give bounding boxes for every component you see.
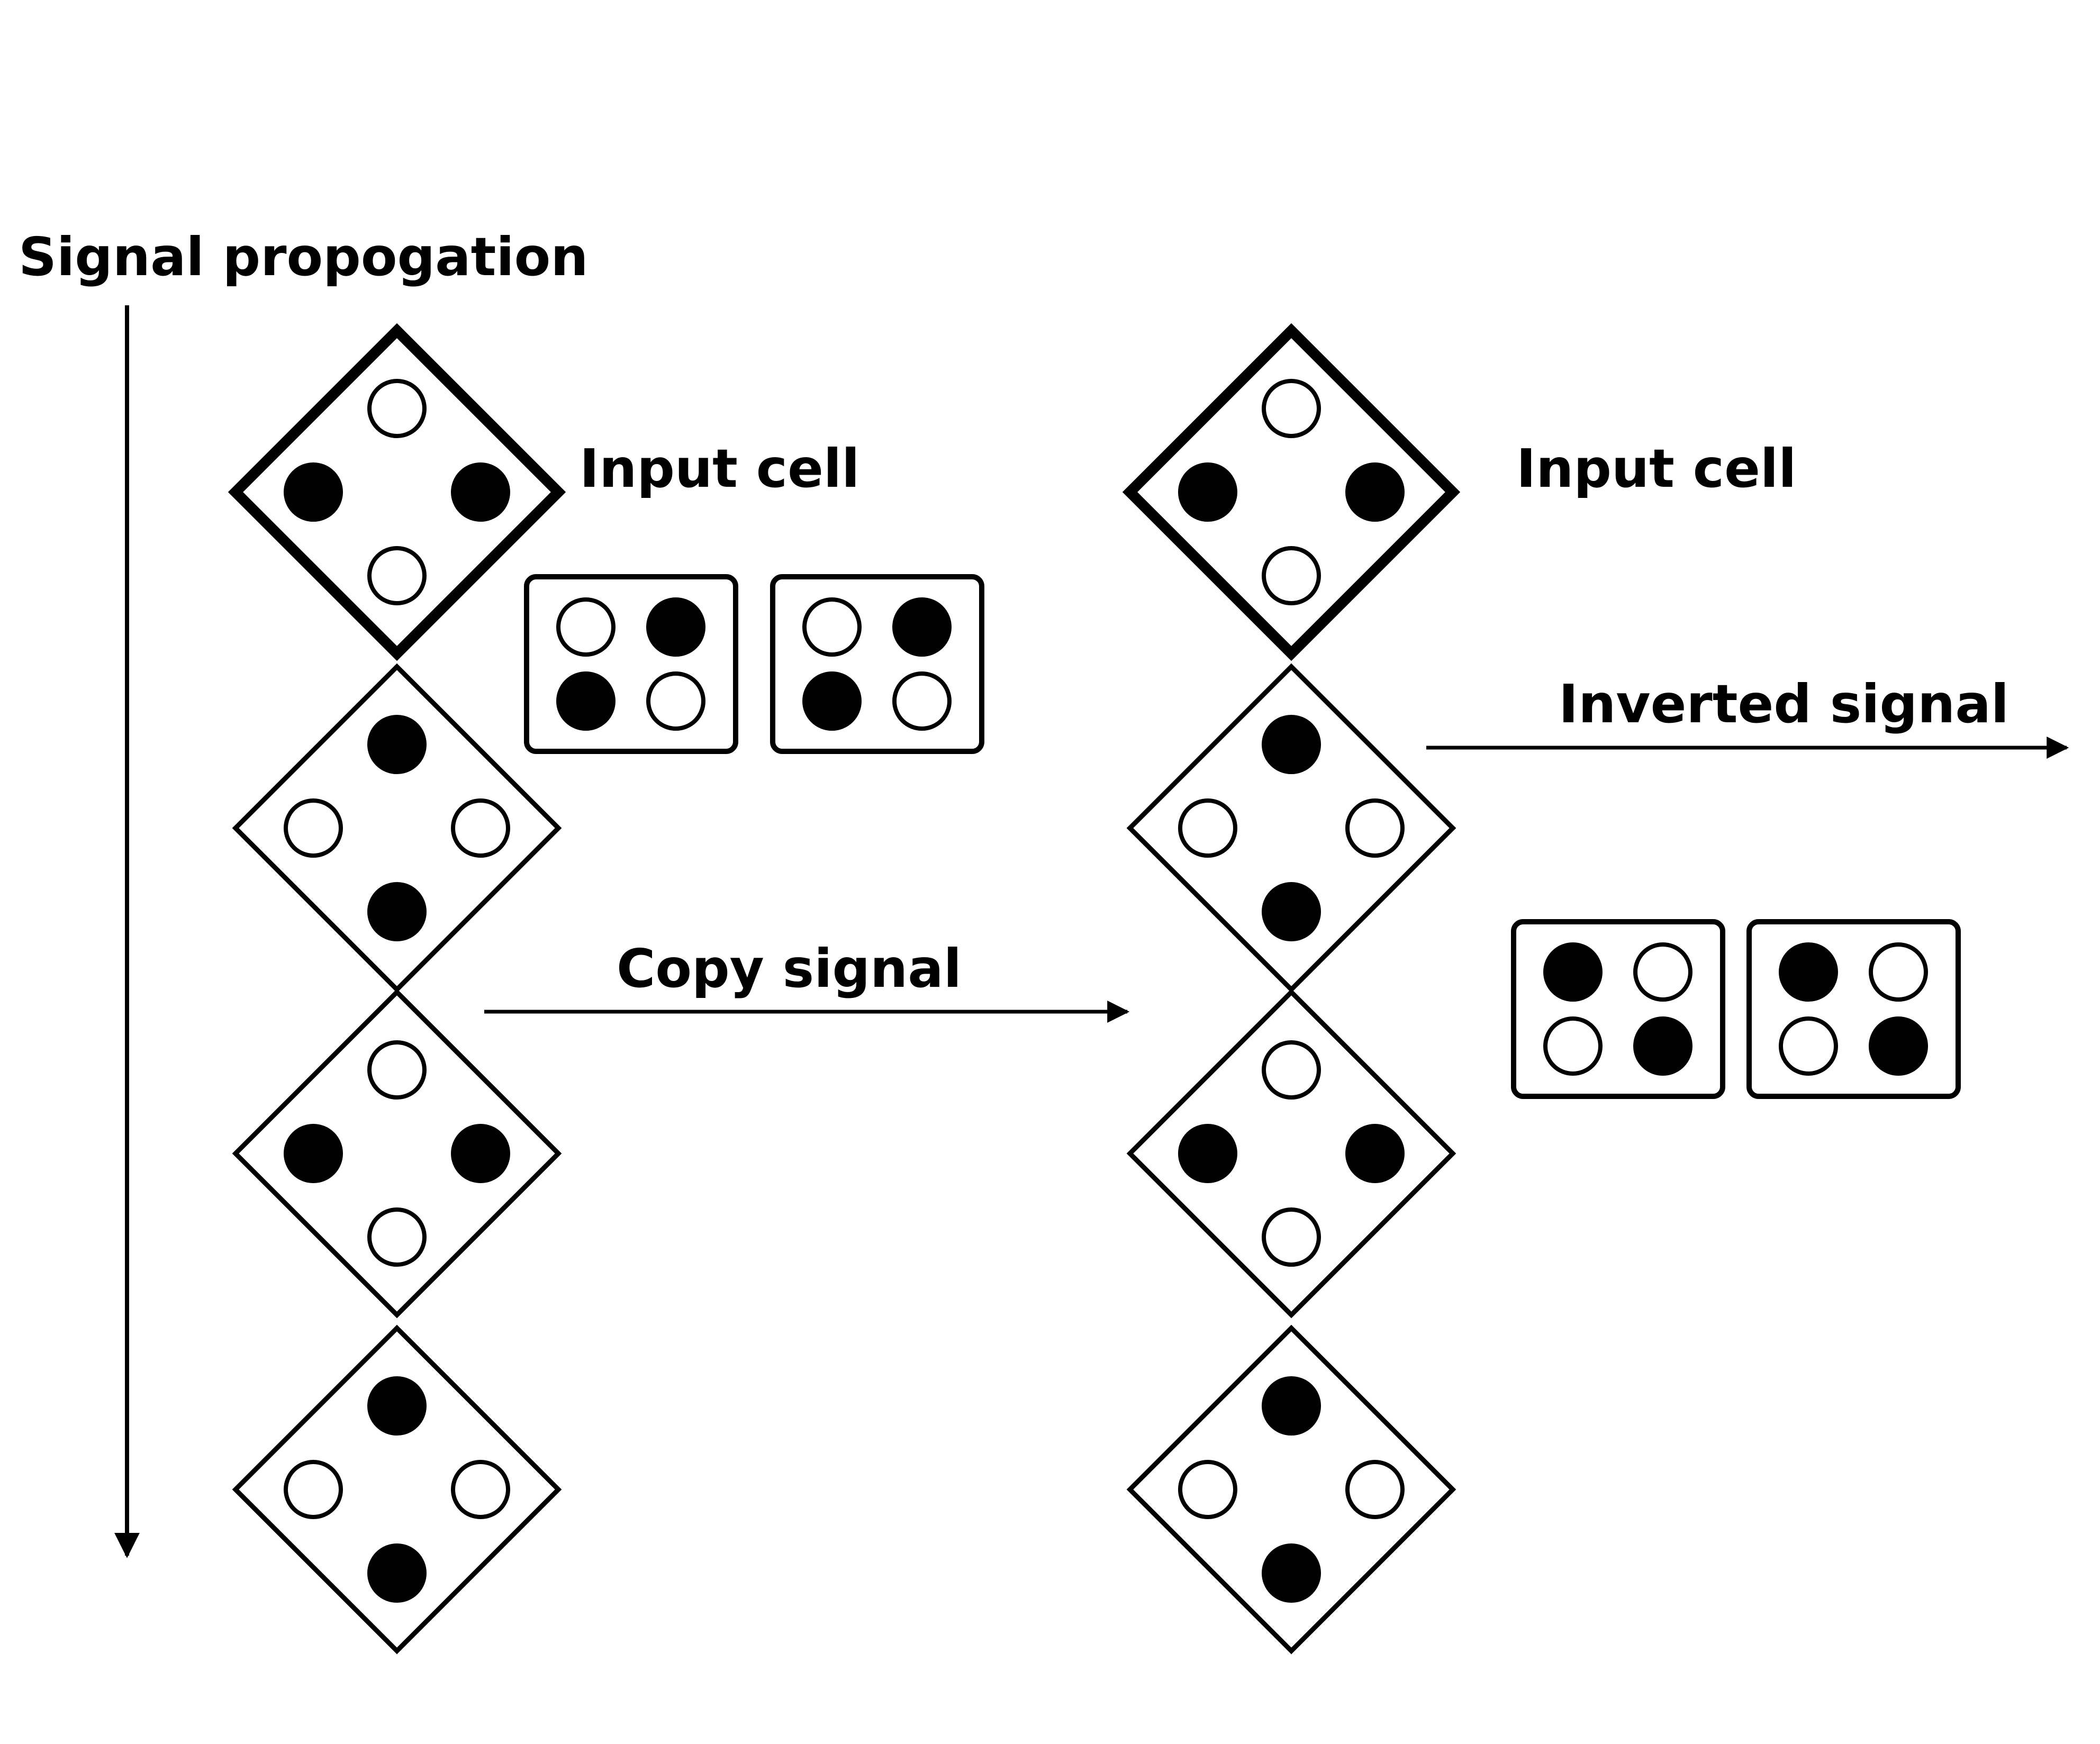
- filled-dot-right: [451, 462, 510, 522]
- open-dot-top: [1262, 1040, 1321, 1100]
- cell-copy-4: [232, 1324, 562, 1655]
- copy-rule-boxes: [524, 574, 984, 754]
- input-cell-label-left: Input cell: [580, 438, 859, 499]
- input-cell-inverted-1: [1122, 323, 1461, 661]
- signal-propagation-label: Signal propogation: [19, 226, 589, 288]
- open-dot: [646, 671, 705, 731]
- filled-dot: [556, 671, 615, 731]
- cell-inverted-3: [1126, 988, 1456, 1319]
- cell-diamond: [1122, 323, 1461, 661]
- filled-dot-top: [1262, 715, 1321, 774]
- filled-dot: [1869, 1016, 1928, 1076]
- filled-dot: [1633, 1016, 1692, 1076]
- open-dot: [1633, 942, 1692, 1002]
- copy-signal-label: Copy signal: [617, 938, 962, 1000]
- filled-dot-right: [451, 1124, 510, 1183]
- filled-dot-left: [284, 462, 343, 522]
- filled-dot-bottom: [1262, 882, 1321, 941]
- filled-dot-left: [284, 1124, 343, 1183]
- open-dot-top: [367, 1040, 427, 1100]
- open-dot: [1543, 1016, 1603, 1076]
- open-dot-top: [1262, 379, 1321, 438]
- input-cell-label-right: Input cell: [1516, 438, 1796, 499]
- cell-copy-3: [232, 988, 562, 1319]
- copy-rule-box-2: [770, 574, 984, 754]
- open-dot: [802, 597, 862, 657]
- inverted-rule-box-2: [1746, 919, 1961, 1099]
- inverted-column: [1122, 323, 1461, 1655]
- filled-dot-top: [1262, 1376, 1321, 1436]
- filled-dot-bottom: [367, 882, 427, 941]
- inverted-rule-boxes: [1511, 919, 1961, 1099]
- open-dot-right: [451, 1460, 510, 1519]
- filled-dot-bottom: [1262, 1543, 1321, 1603]
- open-dot: [1869, 942, 1928, 1002]
- rule-box-frame: [524, 574, 738, 754]
- filled-dot: [1779, 942, 1838, 1002]
- open-dot-top: [367, 379, 427, 438]
- copy-rule-box-1: [524, 574, 738, 754]
- filled-dot: [802, 671, 862, 731]
- filled-dot-right: [1345, 1124, 1405, 1183]
- cell-copy-2: [232, 663, 562, 993]
- open-dot-right: [451, 798, 510, 858]
- filled-dot-left: [1178, 1124, 1237, 1183]
- filled-dot-left: [1178, 462, 1237, 522]
- open-dot: [1779, 1016, 1838, 1076]
- open-dot-bottom: [367, 546, 427, 605]
- filled-dot-right: [1345, 462, 1405, 522]
- rule-box-frame: [770, 574, 984, 754]
- filled-dot: [646, 597, 705, 657]
- rule-box-frame: [1746, 919, 1961, 1099]
- open-dot-left: [284, 798, 343, 858]
- open-dot-bottom: [367, 1207, 427, 1267]
- input-cell-copy-1: [228, 323, 566, 661]
- filled-dot: [892, 597, 952, 657]
- open-dot-right: [1345, 798, 1405, 858]
- cell-diamond: [232, 988, 562, 1319]
- cell-inverted-2: [1126, 663, 1456, 993]
- inverted-signal-label: Inverted signal: [1559, 673, 2009, 735]
- open-dot-left: [284, 1460, 343, 1519]
- cell-diamond: [232, 1324, 562, 1655]
- copy-column: [228, 323, 566, 1655]
- filled-dot: [1543, 942, 1603, 1002]
- open-dot-right: [1345, 1460, 1405, 1519]
- open-dot: [892, 671, 952, 731]
- filled-dot-bottom: [367, 1543, 427, 1603]
- open-dot: [556, 597, 615, 657]
- cell-diamond: [228, 323, 566, 661]
- cell-diamond: [1126, 988, 1456, 1319]
- rule-box-frame: [1511, 919, 1725, 1099]
- open-dot-bottom: [1262, 1207, 1321, 1267]
- filled-dot-top: [367, 1376, 427, 1436]
- filled-dot-top: [367, 715, 427, 774]
- open-dot-left: [1178, 1460, 1237, 1519]
- cell-inverted-4: [1126, 1324, 1456, 1655]
- open-dot-bottom: [1262, 546, 1321, 605]
- inverted-rule-box-1: [1511, 919, 1725, 1099]
- open-dot-left: [1178, 798, 1237, 858]
- cell-diamond: [1126, 1324, 1456, 1655]
